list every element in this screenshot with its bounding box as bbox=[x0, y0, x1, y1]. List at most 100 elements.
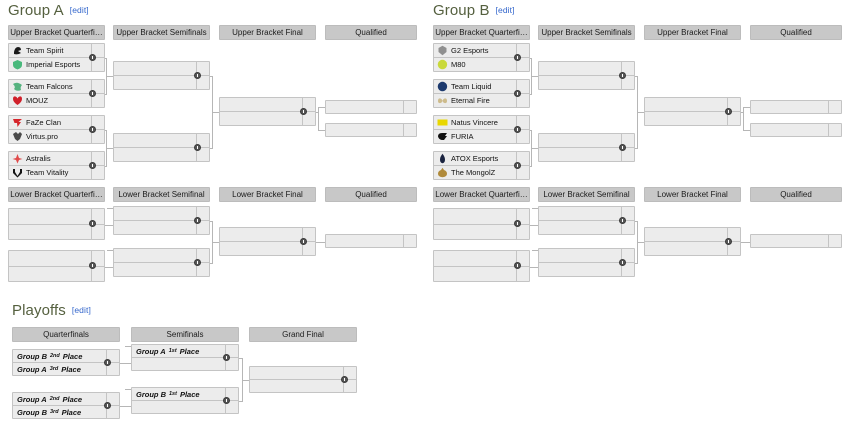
match-row[interactable]: FURIA bbox=[434, 129, 529, 143]
match-row[interactable] bbox=[645, 98, 740, 111]
match-row[interactable] bbox=[114, 75, 209, 89]
match-row[interactable] bbox=[434, 265, 529, 281]
match-row[interactable] bbox=[326, 101, 416, 113]
match-row[interactable] bbox=[539, 147, 634, 161]
match-row[interactable]: Group B 2nd Place bbox=[13, 350, 119, 362]
match-info-icon[interactable] bbox=[514, 220, 521, 227]
match-row[interactable] bbox=[220, 228, 315, 241]
playoffs-heading-edit-link[interactable]: [edit] bbox=[71, 305, 91, 315]
group-b-heading-edit-link[interactable]: [edit] bbox=[495, 5, 515, 15]
match-info-icon[interactable] bbox=[300, 107, 307, 115]
playoffs-grand-final-match[interactable] bbox=[249, 366, 357, 393]
group-b-ub-qualified-slot-0[interactable] bbox=[750, 100, 842, 114]
playoffs-sf-match-1[interactable]: Group B 1st Place bbox=[131, 387, 239, 414]
match-row[interactable] bbox=[539, 207, 634, 220]
match-info-icon[interactable] bbox=[514, 53, 521, 61]
match-row[interactable] bbox=[539, 249, 634, 262]
match-info-icon[interactable] bbox=[619, 258, 626, 266]
match-row[interactable]: Group A 1st Place bbox=[132, 345, 238, 357]
match-info-icon[interactable] bbox=[514, 161, 521, 169]
group-a-heading-edit-link[interactable]: [edit] bbox=[69, 5, 89, 15]
group-a-lbqf-match-0[interactable] bbox=[8, 208, 105, 240]
match-row[interactable] bbox=[9, 223, 104, 239]
group-a-ubsf-match-1[interactable] bbox=[113, 133, 210, 162]
match-row[interactable]: Eternal Fire bbox=[434, 93, 529, 107]
match-row[interactable]: Team Falcons bbox=[9, 80, 104, 93]
match-row[interactable]: Team Liquid bbox=[434, 80, 529, 93]
match-info-icon[interactable] bbox=[194, 216, 201, 224]
match-row[interactable] bbox=[9, 209, 104, 224]
group-a-ub-qualified-slot-1[interactable] bbox=[325, 123, 417, 137]
match-row[interactable]: Imperial Esports bbox=[9, 57, 104, 71]
match-row[interactable] bbox=[114, 207, 209, 220]
match-row[interactable] bbox=[114, 134, 209, 147]
match-row[interactable] bbox=[114, 62, 209, 75]
match-info-icon[interactable] bbox=[89, 262, 96, 269]
match-row[interactable] bbox=[751, 235, 841, 247]
group-b-lbqf-match-0[interactable] bbox=[433, 208, 530, 240]
match-info-icon[interactable] bbox=[223, 353, 230, 361]
match-row[interactable]: Team Vitality bbox=[9, 165, 104, 179]
match-info-icon[interactable] bbox=[514, 125, 521, 133]
group-b-lb-qualified-slot[interactable] bbox=[750, 234, 842, 248]
match-row[interactable] bbox=[114, 147, 209, 161]
match-row[interactable]: Astralis bbox=[9, 152, 104, 165]
match-row[interactable]: G2 Esports bbox=[434, 44, 529, 57]
match-row[interactable]: M80 bbox=[434, 57, 529, 71]
match-row[interactable]: Group A 3rd Place bbox=[13, 362, 119, 375]
match-info-icon[interactable] bbox=[89, 220, 96, 227]
match-row[interactable]: Virtus.pro bbox=[9, 129, 104, 143]
match-row[interactable] bbox=[114, 262, 209, 276]
match-info-icon[interactable] bbox=[89, 161, 96, 169]
match-row[interactable]: The MongolZ bbox=[434, 165, 529, 179]
match-info-icon[interactable] bbox=[514, 89, 521, 97]
match-row[interactable]: FaZe Clan bbox=[9, 116, 104, 129]
match-info-icon[interactable] bbox=[514, 262, 521, 269]
match-row[interactable] bbox=[9, 265, 104, 281]
match-row[interactable] bbox=[250, 379, 356, 392]
match-row[interactable] bbox=[539, 220, 634, 234]
match-info-icon[interactable] bbox=[194, 258, 201, 266]
match-info-icon[interactable] bbox=[725, 237, 732, 245]
group-b-ub-qualified-slot-1[interactable] bbox=[750, 123, 842, 137]
match-row[interactable]: Group B 3rd Place bbox=[13, 405, 119, 418]
match-row[interactable] bbox=[539, 262, 634, 276]
match-info-icon[interactable] bbox=[104, 358, 111, 366]
match-info-icon[interactable] bbox=[619, 143, 626, 151]
match-row[interactable] bbox=[132, 400, 238, 413]
match-row[interactable] bbox=[326, 124, 416, 136]
match-row[interactable] bbox=[220, 111, 315, 125]
group-a-ub-qualified-slot-0[interactable] bbox=[325, 100, 417, 114]
match-row[interactable]: Group A 2nd Place bbox=[13, 393, 119, 405]
match-row[interactable]: Team Spirit bbox=[9, 44, 104, 57]
match-row[interactable] bbox=[645, 228, 740, 241]
match-row[interactable] bbox=[9, 251, 104, 266]
match-info-icon[interactable] bbox=[725, 107, 732, 115]
match-info-icon[interactable] bbox=[194, 71, 201, 79]
match-row[interactable]: Natus Vincere bbox=[434, 116, 529, 129]
match-row[interactable] bbox=[220, 98, 315, 111]
match-row[interactable] bbox=[539, 62, 634, 75]
match-info-icon[interactable] bbox=[194, 143, 201, 151]
match-row[interactable] bbox=[326, 235, 416, 247]
match-row[interactable] bbox=[434, 251, 529, 266]
match-row[interactable] bbox=[220, 241, 315, 255]
match-info-icon[interactable] bbox=[223, 396, 230, 404]
match-info-icon[interactable] bbox=[89, 53, 96, 61]
match-row[interactable]: Group B 1st Place bbox=[132, 388, 238, 400]
match-row[interactable] bbox=[539, 75, 634, 89]
match-row[interactable] bbox=[114, 220, 209, 234]
match-row[interactable] bbox=[250, 367, 356, 379]
match-row[interactable] bbox=[132, 357, 238, 370]
match-info-icon[interactable] bbox=[104, 401, 111, 409]
match-row[interactable] bbox=[751, 101, 841, 113]
match-row[interactable] bbox=[645, 241, 740, 255]
match-row[interactable]: MOUZ bbox=[9, 93, 104, 107]
match-row[interactable] bbox=[751, 124, 841, 136]
match-info-icon[interactable] bbox=[619, 71, 626, 79]
match-row[interactable] bbox=[434, 209, 529, 224]
match-row[interactable] bbox=[539, 134, 634, 147]
match-row[interactable] bbox=[645, 111, 740, 125]
